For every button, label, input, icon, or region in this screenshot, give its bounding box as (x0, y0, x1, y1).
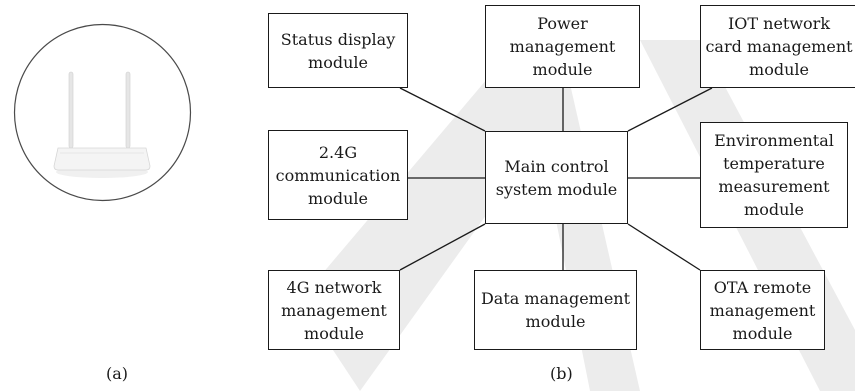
connector-ota (627, 223, 701, 271)
data-management-module: Data management module (474, 270, 637, 350)
power-management-module: Power management module (485, 5, 640, 88)
connector-iot (627, 87, 713, 132)
iot-network-card-management-module: IOT network card management module (700, 5, 855, 88)
connector-status (399, 87, 486, 132)
connector-4g (399, 223, 486, 271)
panel-b-label: (b) (550, 364, 573, 383)
main-control-system-module: Main control system module (485, 131, 628, 224)
status-display-module: Status display module (268, 13, 408, 88)
router-photo (13, 23, 192, 202)
communication-24g-module: 2.4G communication module (268, 130, 408, 220)
panel-a-label: (a) (106, 364, 129, 383)
ota-remote-management-module: OTA remote management module (700, 270, 825, 350)
network-4g-management-module: 4G network management module (268, 270, 400, 350)
environmental-temperature-module: Environmental temperature measurement mo… (700, 122, 848, 228)
